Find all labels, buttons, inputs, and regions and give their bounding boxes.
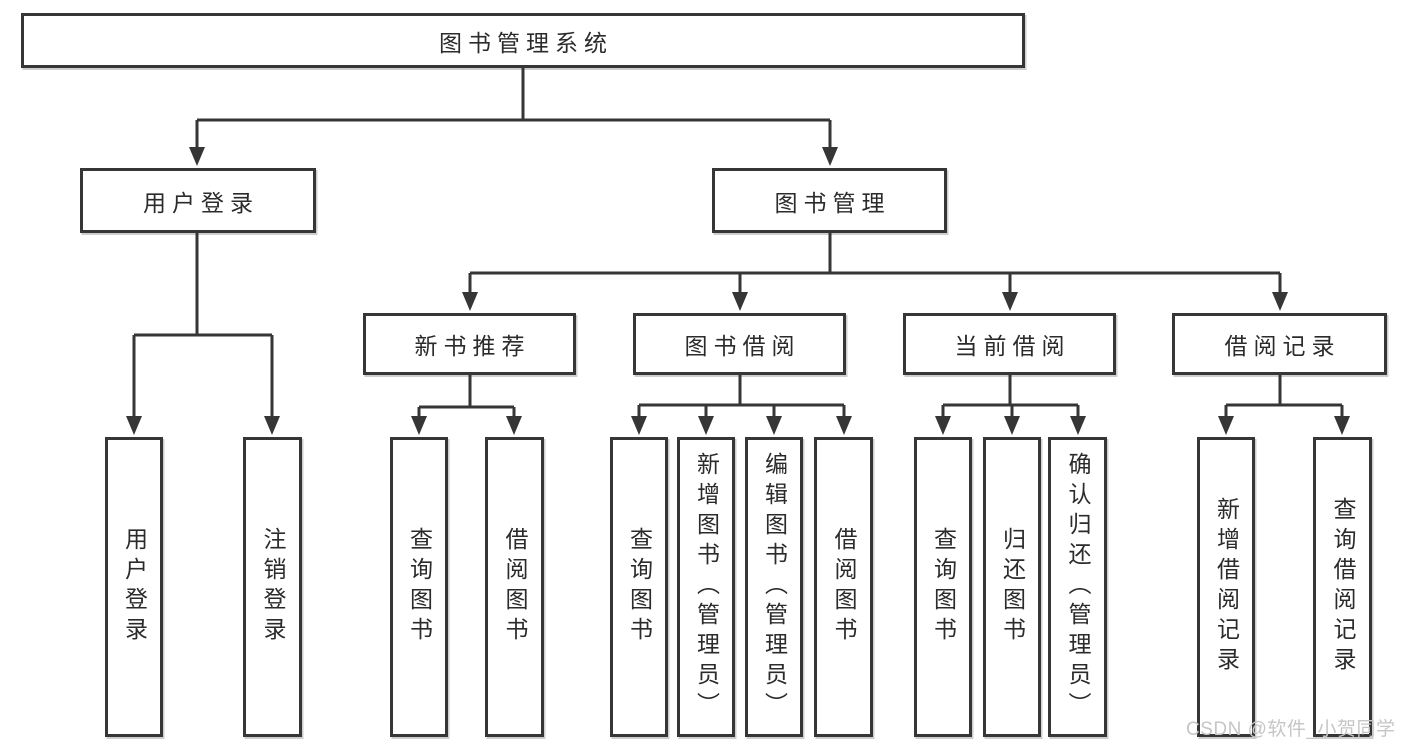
leaf-user-login: 用户登录 [105, 437, 163, 737]
leaf-current-confirm-return-admin: 确认归还（管理员） [1048, 437, 1107, 737]
leaf-newbook-query-book: 查询图书 [390, 437, 448, 737]
leaf-current-return-book: 归还图书 [983, 437, 1041, 737]
leaf-newbook-borrow-book: 借阅图书 [485, 437, 544, 737]
arrowhead-icons [126, 147, 1350, 435]
node-book-management: 图书管理 [712, 168, 947, 233]
leaf-borrowing-borrow-book: 借阅图书 [814, 437, 873, 737]
node-borrow-records: 借阅记录 [1172, 313, 1387, 375]
leaf-borrowing-edit-book-admin: 编辑图书（管理员） [745, 437, 803, 737]
node-current-borrowing: 当前借阅 [903, 313, 1116, 375]
node-book-borrowing: 图书借阅 [633, 313, 846, 375]
leaf-current-query-book: 查询图书 [914, 437, 972, 737]
node-root-system: 图书管理系统 [21, 13, 1025, 68]
node-user-login: 用户登录 [80, 168, 316, 233]
tree-edges [132, 68, 1344, 419]
leaf-borrowing-query-book: 查询图书 [610, 437, 668, 737]
leaf-record-add-borrow-record: 新增借阅记录 [1197, 437, 1255, 737]
leaf-record-query-borrow-record: 查询借阅记录 [1313, 437, 1372, 737]
leaf-borrowing-add-book-admin: 新增图书（管理员） [677, 437, 735, 737]
node-new-book-recommend: 新书推荐 [363, 313, 576, 375]
leaf-logout: 注销登录 [243, 437, 302, 737]
